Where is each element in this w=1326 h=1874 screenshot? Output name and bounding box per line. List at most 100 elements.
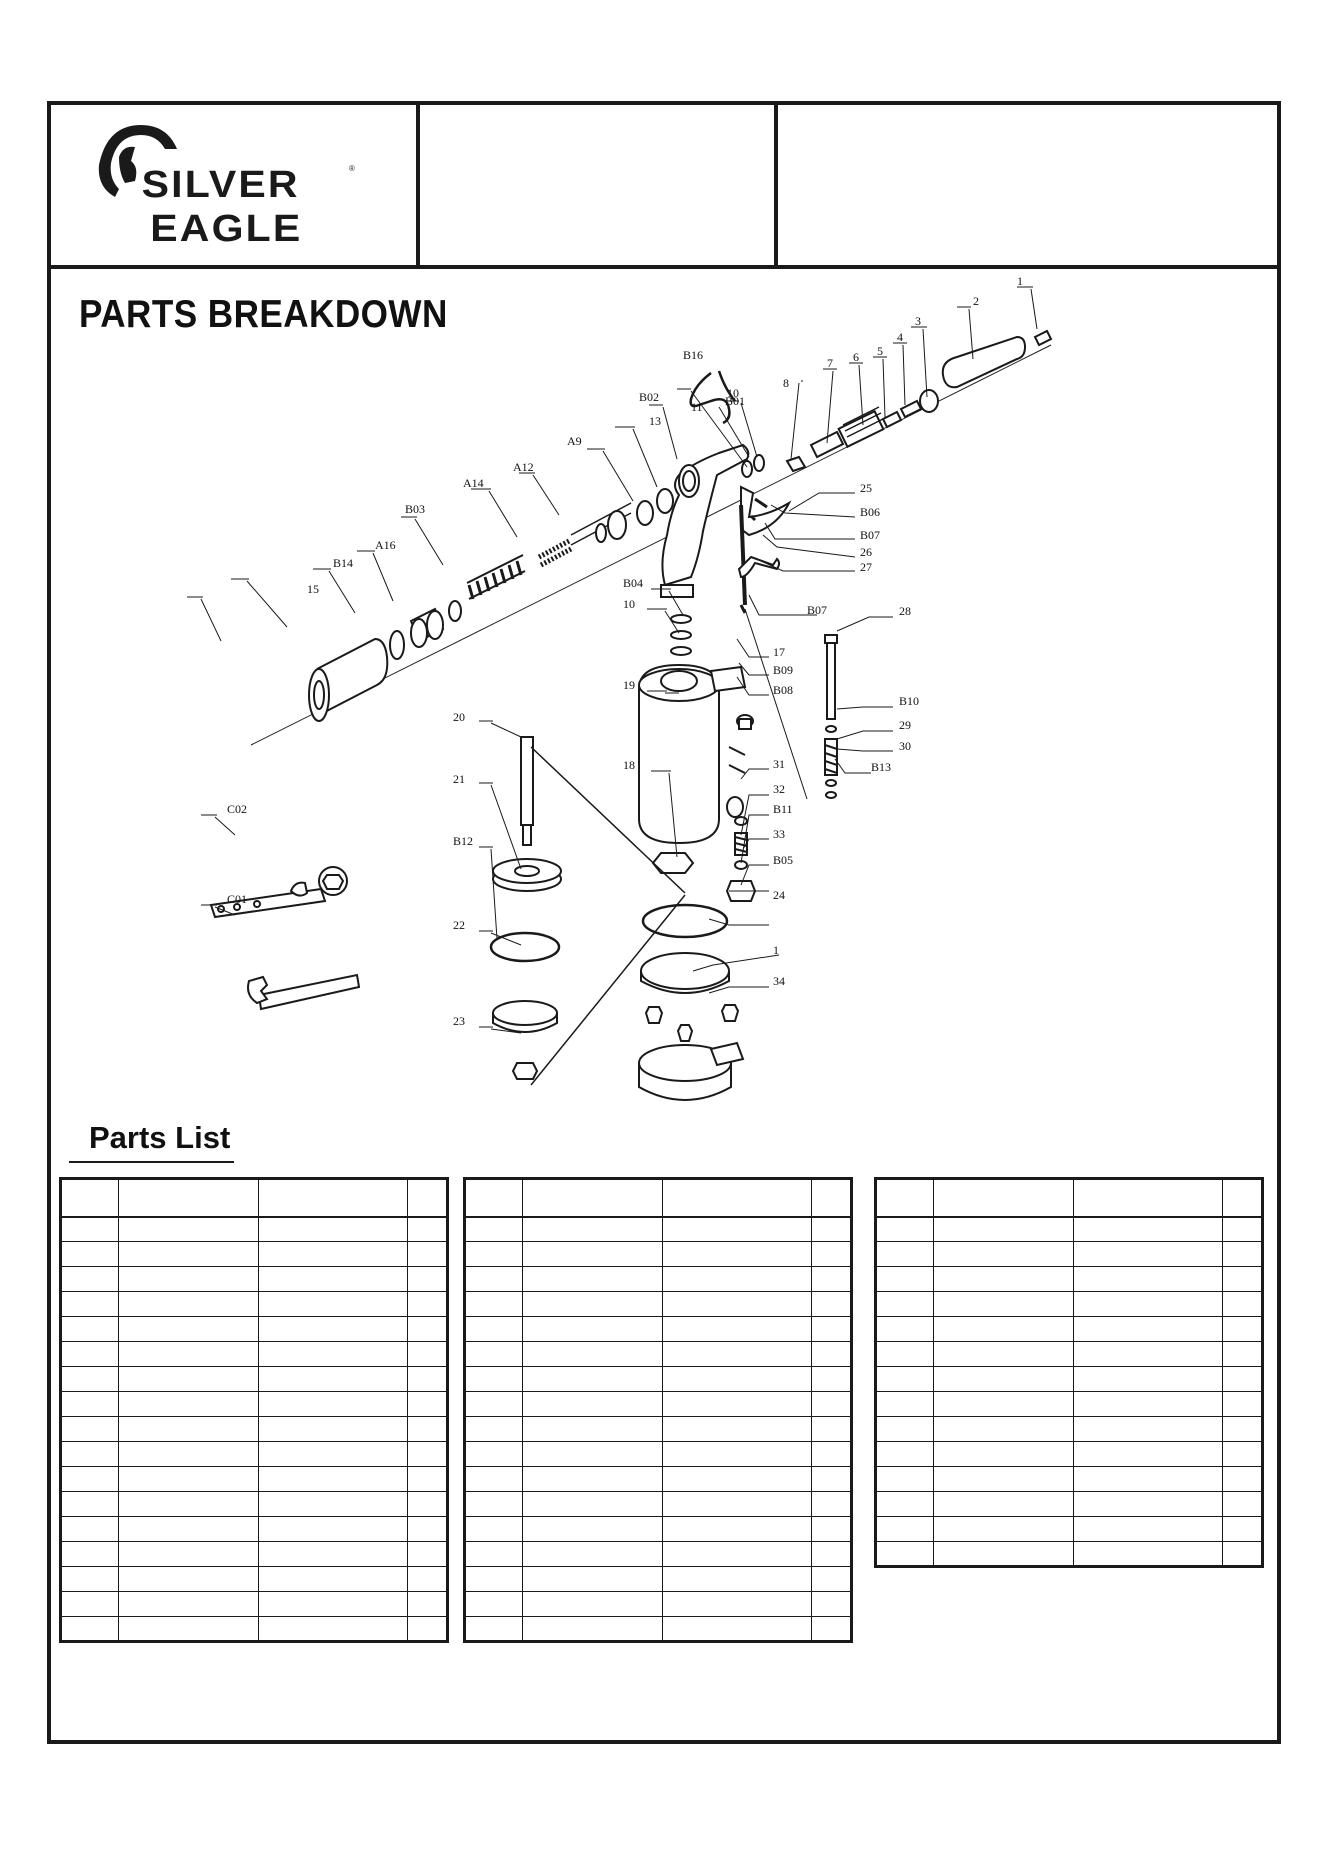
table-cell (522, 1466, 663, 1492)
table-cell (118, 1391, 259, 1417)
table-cell (811, 1466, 852, 1492)
table-cell (933, 1416, 1074, 1442)
table-cell (1073, 1216, 1223, 1242)
table-row (60, 1466, 448, 1492)
table-cell (811, 1591, 852, 1617)
table-cell (258, 1266, 408, 1292)
svg-text:SILVER: SILVER (142, 163, 300, 205)
table-cell (118, 1441, 259, 1467)
table-cell (118, 1266, 259, 1292)
table-cell (464, 1291, 523, 1317)
table-cell (522, 1441, 663, 1467)
table-row (60, 1591, 448, 1617)
table-cell (258, 1366, 408, 1392)
callout-b09: B09 (773, 663, 793, 677)
callout-20: 20 (453, 710, 465, 724)
callout-10: 10 (727, 386, 739, 400)
table-row (464, 1591, 852, 1617)
table-cell (522, 1391, 663, 1417)
table-cell (118, 1316, 259, 1342)
table-row (875, 1466, 1263, 1492)
table-cell (662, 1266, 812, 1292)
table-cell (1222, 1266, 1263, 1292)
table-cell (811, 1216, 852, 1242)
table-cell (407, 1266, 448, 1292)
callout-25: 25 (860, 481, 872, 495)
table-cell (811, 1491, 852, 1517)
table-cell (1073, 1466, 1223, 1492)
table-row (464, 1441, 852, 1467)
callout-21: 21 (453, 772, 465, 786)
table-cell (407, 1316, 448, 1342)
table-cell (933, 1391, 1074, 1417)
table-cell (407, 1341, 448, 1367)
table-cell (258, 1591, 408, 1617)
table-cell (258, 1316, 408, 1342)
table-cell (60, 1566, 119, 1592)
table-cell (875, 1466, 934, 1492)
table-cell (522, 1178, 663, 1218)
callout-b04: B04 (623, 576, 643, 590)
table-cell (60, 1516, 119, 1542)
callout-b14: B14 (333, 556, 353, 570)
callout-b02: B02 (639, 390, 659, 404)
callout-5: 5 (877, 344, 883, 358)
callout-a9: A9 (567, 434, 582, 448)
table-row (875, 1216, 1263, 1242)
table-cell (1222, 1316, 1263, 1342)
table-cell (662, 1316, 812, 1342)
table-cell (875, 1216, 934, 1242)
table-cell (1222, 1341, 1263, 1367)
table-cell (60, 1541, 119, 1567)
callout-22: 22 (453, 918, 465, 932)
callout-8: 8 (783, 376, 789, 390)
table-cell (933, 1491, 1074, 1517)
table-row (60, 1291, 448, 1317)
callout-28: 28 (899, 604, 911, 618)
table-row (464, 1491, 852, 1517)
table-cell (875, 1241, 934, 1267)
callout-b01: B01 (725, 394, 745, 408)
table-row (464, 1416, 852, 1442)
table-cell (1073, 1291, 1223, 1317)
callout-a14: A14 (463, 476, 484, 490)
table-cell (811, 1441, 852, 1467)
table-cell (464, 1178, 523, 1218)
table-cell (464, 1266, 523, 1292)
table-cell (1222, 1516, 1263, 1542)
table-cell (662, 1291, 812, 1317)
table-row (60, 1541, 448, 1567)
callout-b05: B05 (773, 853, 793, 867)
table-cell (60, 1291, 119, 1317)
callout-33: 33 (773, 827, 785, 841)
parts-table-3 (874, 1177, 1264, 1568)
table-cell (1222, 1241, 1263, 1267)
table-cell (662, 1591, 812, 1617)
table-row (875, 1291, 1263, 1317)
table-cell (407, 1566, 448, 1592)
table-cell (118, 1616, 259, 1642)
table-cell (258, 1516, 408, 1542)
table-cell (875, 1491, 934, 1517)
svg-text:®: ® (349, 164, 355, 173)
table-cell (407, 1216, 448, 1242)
table-cell (522, 1416, 663, 1442)
table-cell (407, 1516, 448, 1542)
table-row (875, 1366, 1263, 1392)
callout-a16: A16 (375, 538, 396, 552)
table-cell (464, 1316, 523, 1342)
table-row (60, 1516, 448, 1542)
table-cell (464, 1466, 523, 1492)
table-cell (1222, 1441, 1263, 1467)
table-cell (662, 1516, 812, 1542)
table-cell (407, 1616, 448, 1642)
callout-a12: A12 (513, 460, 534, 474)
table-cell (811, 1416, 852, 1442)
table-header-row (464, 1178, 852, 1218)
table-cell (118, 1216, 259, 1242)
table-cell (1073, 1516, 1223, 1542)
table-cell (662, 1441, 812, 1467)
table-cell (811, 1366, 852, 1392)
table-cell (1073, 1366, 1223, 1392)
table-cell (407, 1178, 448, 1218)
